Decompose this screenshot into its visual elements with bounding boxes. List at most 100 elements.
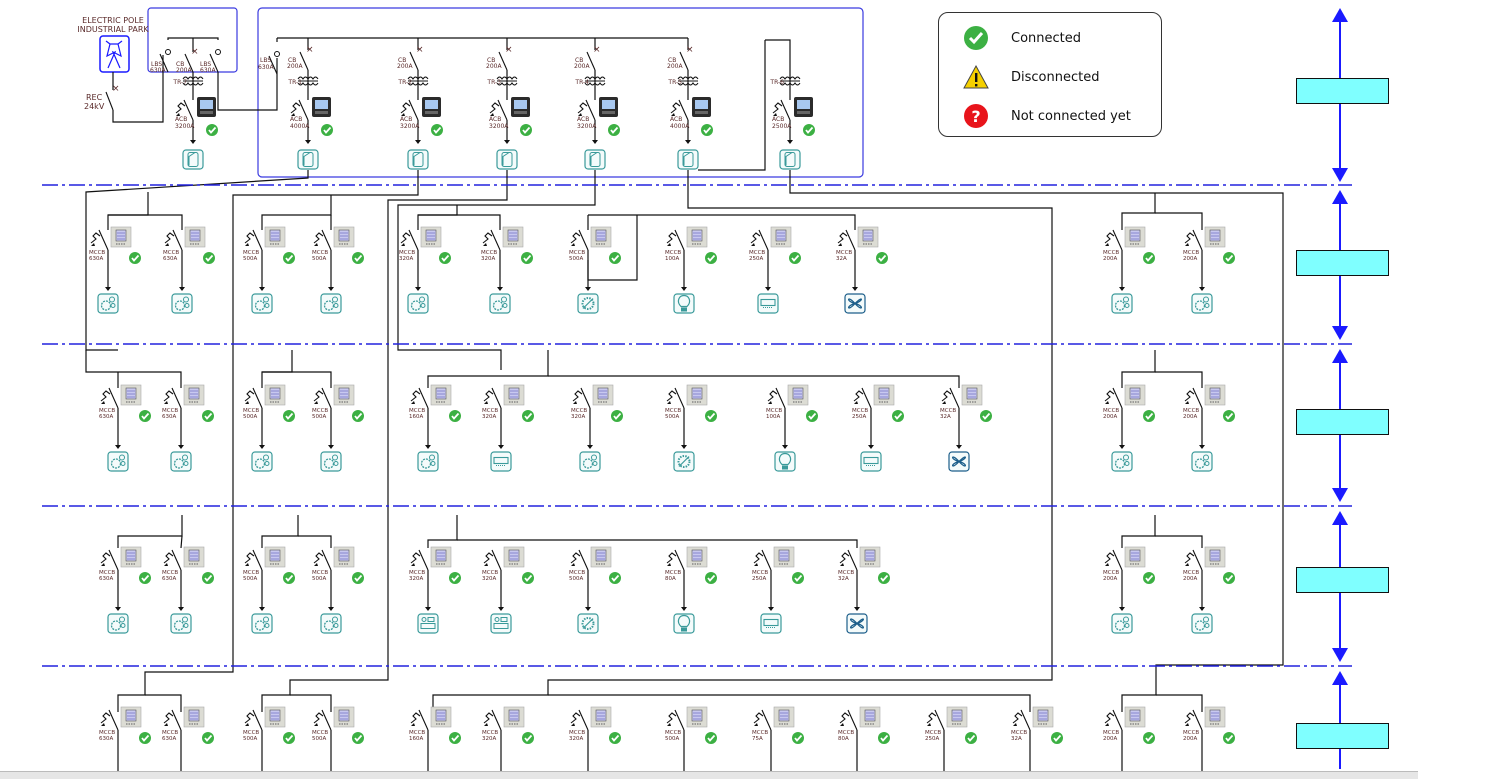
- rec-switch[interactable]: [105, 91, 114, 111]
- switch-blade[interactable]: [159, 53, 169, 73]
- status-connected-check-icon[interactable]: [705, 572, 717, 584]
- machine-icon[interactable]: [170, 613, 192, 634]
- breaker-switch-symbol[interactable]: [100, 709, 119, 731]
- status-connected-check-icon[interactable]: [1223, 572, 1235, 584]
- energy-meter-icon[interactable]: [1204, 384, 1226, 406]
- breaker-switch-symbol[interactable]: [1184, 229, 1203, 251]
- status-connected-check-icon[interactable]: [352, 732, 364, 744]
- breaker-switch-symbol[interactable]: [400, 229, 419, 251]
- status-connected-check-icon[interactable]: [439, 252, 451, 264]
- machine-icon[interactable]: [1191, 451, 1213, 472]
- status-connected-check-icon[interactable]: [878, 572, 890, 584]
- energy-meter-icon[interactable]: [333, 546, 355, 568]
- breaker-switch-symbol[interactable]: [570, 549, 589, 571]
- settings-icon[interactable]: [673, 451, 695, 472]
- status-connected-check-icon[interactable]: [431, 124, 443, 136]
- power-analyzer-meter-icon[interactable]: [692, 97, 711, 117]
- energy-meter-icon[interactable]: [333, 706, 355, 728]
- machine-icon[interactable]: [1111, 613, 1133, 634]
- breaker-switch-symbol[interactable]: [483, 709, 502, 731]
- breaker-switch-symbol[interactable]: [572, 387, 591, 409]
- breaker-switch-symbol[interactable]: [400, 99, 419, 121]
- settings-icon[interactable]: [577, 293, 599, 314]
- status-connected-check-icon[interactable]: [892, 410, 904, 422]
- breaker-switch-symbol[interactable]: [666, 549, 685, 571]
- energy-meter-icon[interactable]: [773, 706, 795, 728]
- breaker-switch-symbol[interactable]: [941, 387, 960, 409]
- energy-meter-icon[interactable]: [184, 226, 206, 248]
- status-connected-check-icon[interactable]: [522, 572, 534, 584]
- energy-meter-icon[interactable]: [333, 226, 355, 248]
- switch-blade[interactable]: [498, 51, 508, 71]
- machine-icon[interactable]: [1191, 613, 1213, 634]
- status-connected-check-icon[interactable]: [1223, 732, 1235, 744]
- machine-icon[interactable]: [107, 451, 129, 472]
- breaker-switch-symbol[interactable]: [313, 229, 332, 251]
- status-connected-check-icon[interactable]: [202, 410, 214, 422]
- energy-meter-icon[interactable]: [1124, 706, 1146, 728]
- switch-blade[interactable]: [184, 53, 194, 73]
- status-connected-check-icon[interactable]: [352, 572, 364, 584]
- energy-meter-icon[interactable]: [590, 706, 612, 728]
- breaker-switch-symbol[interactable]: [666, 229, 685, 251]
- status-connected-check-icon[interactable]: [1051, 732, 1063, 744]
- energy-meter-icon[interactable]: [120, 546, 142, 568]
- status-connected-check-icon[interactable]: [352, 410, 364, 422]
- machine-icon[interactable]: [320, 451, 342, 472]
- breaker-switch-symbol[interactable]: [1104, 387, 1123, 409]
- energy-meter-icon[interactable]: [1204, 706, 1226, 728]
- floor-info-box-3[interactable]: [1296, 409, 1389, 435]
- floor-info-box-4[interactable]: [1296, 567, 1389, 593]
- power-analyzer-meter-icon[interactable]: [599, 97, 618, 117]
- status-connected-check-icon[interactable]: [129, 252, 141, 264]
- status-connected-check-icon[interactable]: [1143, 252, 1155, 264]
- breaker-switch-symbol[interactable]: [1184, 549, 1203, 571]
- status-connected-check-icon[interactable]: [609, 732, 621, 744]
- status-connected-check-icon[interactable]: [701, 124, 713, 136]
- switchboard-icon[interactable]: [297, 149, 319, 170]
- energy-meter-icon[interactable]: [430, 546, 452, 568]
- energy-meter-icon[interactable]: [686, 226, 708, 248]
- fan-icon[interactable]: [844, 293, 866, 314]
- status-connected-check-icon[interactable]: [980, 410, 992, 422]
- energy-meter-icon[interactable]: [430, 384, 452, 406]
- machine-icon[interactable]: [171, 293, 193, 314]
- breaker-switch-symbol[interactable]: [163, 387, 182, 409]
- energy-meter-icon[interactable]: [1204, 546, 1226, 568]
- breaker-switch-symbol[interactable]: [175, 99, 194, 121]
- switch-blade[interactable]: [586, 51, 596, 71]
- energy-meter-icon[interactable]: [503, 706, 525, 728]
- air-conditioner-icon[interactable]: [757, 293, 779, 314]
- energy-meter-icon[interactable]: [859, 706, 881, 728]
- machine-icon[interactable]: [1111, 451, 1133, 472]
- machine-icon[interactable]: [320, 613, 342, 634]
- floor-info-box-1[interactable]: [1296, 78, 1389, 104]
- breaker-switch-symbol[interactable]: [410, 387, 429, 409]
- energy-meter-icon[interactable]: [590, 226, 612, 248]
- breaker-switch-symbol[interactable]: [1104, 709, 1123, 731]
- energy-meter-icon[interactable]: [183, 706, 205, 728]
- energy-meter-icon[interactable]: [503, 384, 525, 406]
- energy-meter-icon[interactable]: [873, 384, 895, 406]
- status-connected-check-icon[interactable]: [283, 410, 295, 422]
- status-connected-check-icon[interactable]: [792, 732, 804, 744]
- breaker-switch-symbol[interactable]: [290, 99, 309, 121]
- status-connected-check-icon[interactable]: [705, 410, 717, 422]
- lighting-icon[interactable]: [673, 613, 695, 634]
- office-icon[interactable]: [417, 613, 439, 634]
- switchboard-icon[interactable]: [677, 149, 699, 170]
- energy-meter-icon[interactable]: [686, 546, 708, 568]
- energy-meter-icon[interactable]: [592, 384, 614, 406]
- switch-blade[interactable]: [299, 51, 309, 71]
- status-connected-check-icon[interactable]: [1143, 410, 1155, 422]
- energy-meter-icon[interactable]: [961, 384, 983, 406]
- breaker-switch-symbol[interactable]: [753, 709, 772, 731]
- status-connected-check-icon[interactable]: [521, 252, 533, 264]
- status-connected-check-icon[interactable]: [139, 410, 151, 422]
- status-connected-check-icon[interactable]: [705, 252, 717, 264]
- energy-meter-icon[interactable]: [120, 384, 142, 406]
- switchboard-icon[interactable]: [779, 149, 801, 170]
- status-connected-check-icon[interactable]: [202, 732, 214, 744]
- energy-meter-icon[interactable]: [502, 226, 524, 248]
- breaker-switch-symbol[interactable]: [570, 709, 589, 731]
